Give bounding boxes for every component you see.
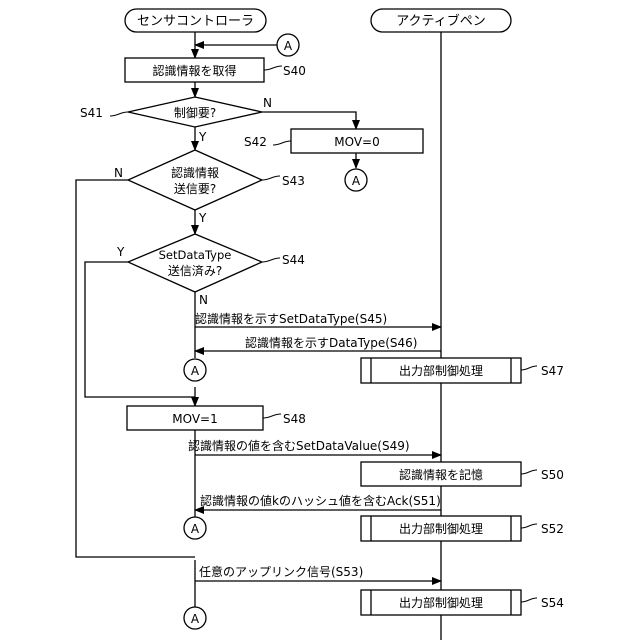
connector-a-bottom: A bbox=[184, 607, 206, 629]
step-s40-text: 認識情報を取得 bbox=[152, 63, 236, 78]
decision-s41-id: S41 bbox=[80, 106, 103, 120]
message-s51: 認識情報の値kのハッシュ値を含むAck(S51) bbox=[195, 493, 441, 510]
decision-s43-line1: 認識情報 bbox=[171, 165, 219, 180]
decision-s41-yes-label: Y bbox=[198, 130, 207, 144]
step-s47-text: 出力部制御処理 bbox=[399, 363, 483, 378]
step-s50-text: 認識情報を記憶 bbox=[399, 467, 483, 482]
message-s53: 任意のアップリンク信号(S53) bbox=[195, 564, 441, 581]
decision-s44-yes-label: Y bbox=[116, 245, 125, 259]
decision-s43-no-branch bbox=[76, 180, 195, 557]
decision-s43-leader bbox=[262, 176, 280, 180]
step-s42-leader bbox=[273, 141, 291, 145]
decision-s41-no-label: N bbox=[263, 96, 272, 110]
step-s40: 認識情報を取得 S40 bbox=[125, 58, 306, 82]
step-s48: MOV=1 S48 bbox=[127, 406, 306, 430]
message-s46: 認識情報を示すDataType(S46) bbox=[195, 335, 441, 351]
step-s54-id: S54 bbox=[541, 596, 564, 610]
connector-a-s46: A bbox=[184, 359, 206, 381]
message-s46-label: 認識情報を示すDataType(S46) bbox=[245, 335, 417, 350]
step-s40-id: S40 bbox=[283, 64, 306, 78]
lane-header-active-pen: アクティブペン bbox=[371, 9, 511, 32]
step-s52: 出力部制御処理 S52 bbox=[361, 516, 564, 541]
decision-s41-no-branch bbox=[262, 112, 356, 129]
connector-a-s42-label: A bbox=[352, 174, 361, 188]
step-s50: 認識情報を記憶 S50 bbox=[361, 462, 564, 486]
step-s52-leader bbox=[521, 524, 537, 528]
connector-a-s51-label: A bbox=[191, 522, 200, 536]
decision-s44-no-label: N bbox=[199, 293, 208, 307]
step-s48-text: MOV=1 bbox=[172, 412, 218, 426]
decision-s43-yes-label: Y bbox=[198, 211, 207, 225]
message-s45: 認識情報を示すSetDataType(S45) bbox=[195, 311, 441, 327]
message-s51-label: 認識情報の値kのハッシュ値を含むAck(S51) bbox=[200, 493, 441, 508]
step-s42-text: MOV=0 bbox=[334, 135, 380, 149]
message-s53-label: 任意のアップリンク信号(S53) bbox=[199, 564, 363, 579]
step-s50-id: S50 bbox=[541, 468, 564, 482]
step-s48-leader bbox=[263, 414, 281, 418]
message-s49-label: 認識情報の値を含むSetDataValue(S49) bbox=[188, 438, 410, 453]
connector-a-s46-label: A bbox=[191, 364, 200, 378]
lane-header-sensor-controller-label: センサコントローラ bbox=[137, 14, 254, 29]
decision-s43-id: S43 bbox=[282, 174, 305, 188]
decision-s41-leader bbox=[110, 112, 128, 116]
decision-s43-no-label: N bbox=[114, 166, 123, 180]
step-s40-leader bbox=[264, 66, 282, 70]
step-s54: 出力部制御処理 S54 bbox=[361, 590, 564, 615]
decision-s41-text: 制御要? bbox=[174, 105, 216, 120]
lane-header-sensor-controller: センサコントローラ bbox=[125, 9, 266, 32]
message-s45-label: 認識情報を示すSetDataType(S45) bbox=[195, 311, 387, 326]
connector-a-s42: A bbox=[345, 169, 367, 191]
message-s49: 認識情報の値を含むSetDataValue(S49) bbox=[188, 438, 441, 455]
step-s42: MOV=0 S42 bbox=[244, 129, 423, 168]
step-s47-leader bbox=[521, 366, 537, 370]
step-s52-text: 出力部制御処理 bbox=[399, 521, 483, 536]
decision-s44-id: S44 bbox=[282, 253, 305, 267]
decision-s44-leader bbox=[262, 258, 280, 262]
connector-a-s51: A bbox=[184, 517, 206, 539]
step-s47: 出力部制御処理 S47 bbox=[361, 358, 564, 383]
connector-a-top-label: A bbox=[284, 39, 293, 53]
connector-a-top: A bbox=[277, 34, 299, 56]
step-s50-leader bbox=[521, 470, 537, 474]
decision-s44-line1: SetDataType bbox=[159, 248, 232, 262]
lane-header-active-pen-label: アクティブペン bbox=[396, 13, 486, 29]
connector-a-bottom-label: A bbox=[191, 612, 200, 626]
step-s54-leader bbox=[521, 598, 537, 602]
step-s54-text: 出力部制御処理 bbox=[399, 595, 483, 610]
decision-s44-line2: 送信済み? bbox=[168, 263, 222, 278]
step-s47-id: S47 bbox=[541, 364, 564, 378]
step-s52-id: S52 bbox=[541, 522, 564, 536]
decision-s43-line2: 送信要? bbox=[174, 181, 216, 196]
step-s42-id: S42 bbox=[244, 135, 267, 149]
step-s48-id: S48 bbox=[283, 412, 306, 426]
